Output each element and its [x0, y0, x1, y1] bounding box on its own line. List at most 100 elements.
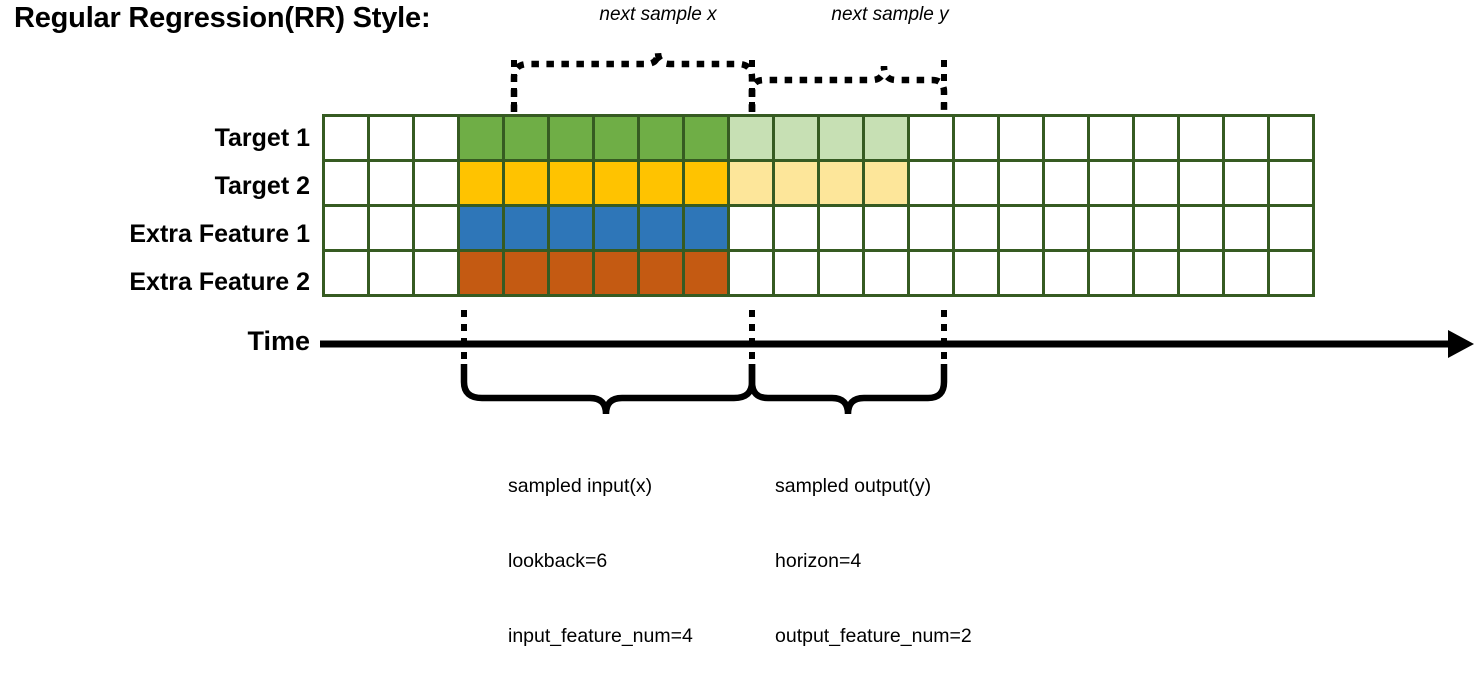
grid-cell-empty — [1177, 249, 1225, 297]
grid-cell-input — [592, 159, 640, 207]
grid-row — [322, 114, 1315, 162]
grid-cell-input — [682, 159, 730, 207]
grid-cell-empty — [952, 114, 1000, 162]
grid-cell-empty — [1177, 204, 1225, 252]
grid-cell-empty — [997, 204, 1045, 252]
grid-cell-empty — [1222, 204, 1270, 252]
grid-cell-empty — [322, 204, 370, 252]
grid-cell-empty — [1132, 159, 1180, 207]
grid-cell-input — [457, 249, 505, 297]
grid-cell-output — [727, 159, 775, 207]
grid-cell-empty — [1267, 204, 1315, 252]
grid-cell-input — [457, 159, 505, 207]
grid-cell-input — [457, 114, 505, 162]
grid-cell-empty — [862, 249, 910, 297]
grid-cell-empty — [412, 114, 460, 162]
grid-cell-input — [592, 114, 640, 162]
grid-cell-input — [502, 159, 550, 207]
grid-cell-input — [502, 249, 550, 297]
dotted-guide-top-group — [511, 60, 947, 116]
grid-cell-empty — [1087, 204, 1135, 252]
legend-output-line1: sampled output(y) — [775, 475, 932, 497]
brace-sampled-output — [748, 364, 948, 415]
grid-cell-input — [637, 204, 685, 252]
legend-input-line1: sampled input(x) — [508, 475, 653, 497]
grid-cell-input — [547, 114, 595, 162]
annotation-next-sample-y: next sample y — [831, 4, 949, 25]
grid-cell-empty — [367, 159, 415, 207]
grid-cell-input — [682, 204, 730, 252]
legend-input-block: sampled input(x) lookback=6 input_featur… — [508, 424, 693, 674]
grid-cell-empty — [1177, 159, 1225, 207]
grid-cell-input — [637, 114, 685, 162]
grid-cell-empty — [727, 249, 775, 297]
grid-cell-empty — [952, 204, 1000, 252]
grid-cell-empty — [997, 159, 1045, 207]
time-axis-label: Time — [247, 326, 310, 356]
grid-cell-empty — [322, 249, 370, 297]
grid-cell-input — [682, 249, 730, 297]
grid-cell-empty — [997, 249, 1045, 297]
grid-cell-empty — [412, 204, 460, 252]
grid-cell-input — [547, 204, 595, 252]
timeseries-grid — [322, 114, 1315, 297]
grid-cell-input — [547, 249, 595, 297]
grid-cell-empty — [862, 204, 910, 252]
grid-cell-input — [592, 249, 640, 297]
grid-cell-output — [817, 114, 865, 162]
grid-cell-empty — [817, 204, 865, 252]
grid-cell-empty — [1042, 249, 1090, 297]
grid-cell-empty — [367, 249, 415, 297]
grid-cell-empty — [1042, 114, 1090, 162]
grid-cell-input — [637, 249, 685, 297]
legend-output-line3: output_feature_num=2 — [775, 625, 972, 647]
grid-row — [322, 159, 1315, 207]
grid-cell-output — [772, 159, 820, 207]
annotation-next-sample-x: next sample x — [599, 4, 717, 25]
grid-cell-empty — [1087, 159, 1135, 207]
grid-cell-empty — [322, 114, 370, 162]
grid-cell-empty — [1087, 249, 1135, 297]
grid-cell-empty — [1132, 249, 1180, 297]
grid-cell-empty — [907, 204, 955, 252]
row-label-extra-feature-2: Extra Feature 2 — [129, 267, 310, 296]
grid-cell-output — [817, 159, 865, 207]
grid-cell-empty — [1132, 204, 1180, 252]
row-label-target-1: Target 1 — [214, 123, 310, 152]
grid-cell-output — [772, 114, 820, 162]
dotted-brace-next-sample-y — [748, 65, 948, 112]
grid-cell-empty — [1177, 114, 1225, 162]
dotted-guide-bottom-group — [461, 310, 947, 366]
grid-cell-empty — [322, 159, 370, 207]
grid-cell-empty — [952, 159, 1000, 207]
dotted-brace-next-sample-x — [510, 51, 756, 112]
grid-cell-empty — [1267, 114, 1315, 162]
grid-cell-input — [502, 114, 550, 162]
grid-cell-empty — [772, 249, 820, 297]
grid-cell-empty — [1267, 249, 1315, 297]
grid-cell-empty — [412, 249, 460, 297]
grid-cell-empty — [367, 204, 415, 252]
grid-cell-empty — [997, 114, 1045, 162]
legend-input-line3: input_feature_num=4 — [508, 625, 693, 647]
grid-row — [322, 249, 1315, 297]
grid-cell-empty — [1042, 204, 1090, 252]
grid-cell-empty — [1222, 159, 1270, 207]
grid-cell-empty — [1042, 159, 1090, 207]
grid-cell-empty — [1132, 114, 1180, 162]
grid-cell-empty — [907, 249, 955, 297]
grid-cell-input — [457, 204, 505, 252]
grid-cell-input — [502, 204, 550, 252]
row-label-extra-feature-1: Extra Feature 1 — [129, 219, 310, 248]
grid-cell-empty — [952, 249, 1000, 297]
grid-cell-input — [547, 159, 595, 207]
grid-cell-input — [637, 159, 685, 207]
grid-cell-empty — [1087, 114, 1135, 162]
row-label-target-2: Target 2 — [214, 171, 310, 200]
legend-input-line2: lookback=6 — [508, 550, 608, 572]
grid-cell-empty — [1222, 114, 1270, 162]
page-title: Regular Regression(RR) Style: — [14, 2, 431, 34]
grid-cell-empty — [412, 159, 460, 207]
legend-output-line2: horizon=4 — [775, 550, 862, 572]
grid-cell-empty — [772, 204, 820, 252]
